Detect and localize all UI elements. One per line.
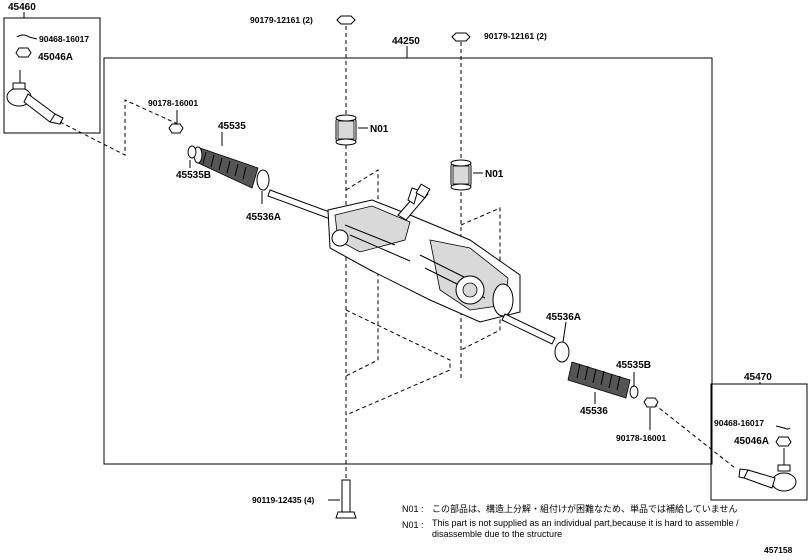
callout-clip-lh[interactable]: 45536A (246, 212, 281, 223)
bolt-top-left-icon (336, 15, 356, 25)
cotter-pin-rh-icon (775, 425, 791, 430)
castle-nut-lh-icon (15, 47, 32, 58)
callout-clamp-lh[interactable]: 45535B (176, 170, 211, 181)
callout-bolt-top-right[interactable]: 90179-12161 (2) (484, 31, 547, 41)
cotter-pin-lh-icon (16, 34, 38, 40)
note-jp-code: N01 : (402, 504, 424, 514)
gear-assy-frame (103, 57, 713, 465)
callout-lock-nut-lh[interactable]: 90178-16001 (148, 98, 198, 108)
bolt-top-right-icon (451, 32, 471, 42)
tie-rod-end-rh-frame (710, 383, 808, 501)
bushing-upper-icon (335, 114, 357, 146)
note-en-code: N01 : (402, 520, 424, 530)
clamp-rh-icon (629, 385, 639, 399)
bottom-bolt-icon (335, 479, 357, 519)
callout-bushing-lower[interactable]: N01 (485, 169, 504, 180)
callout-clip-rh[interactable]: 45536A (546, 312, 581, 323)
tie-rod-end-lh-frame (3, 17, 101, 134)
figure-id: 457158 (764, 545, 793, 555)
callout-tie-rod-end-rh[interactable]: 45470 (744, 372, 772, 383)
note-en-line2: disassemble due to the structure (432, 529, 562, 539)
lock-nut-lh-icon (168, 123, 184, 134)
callout-cotter-pin-rh[interactable]: 90468-16017 (714, 418, 764, 428)
callout-gear-assy[interactable]: 44250 (392, 36, 420, 47)
callout-bottom-bolt[interactable]: 90119-12435 (4) (252, 495, 315, 505)
clip-lh-icon (256, 169, 270, 191)
tie-rod-end-rh-icon (738, 448, 797, 492)
clamp-lh-icon (187, 145, 197, 159)
boot-rh-icon (567, 361, 631, 399)
callout-bushing-upper[interactable]: N01 (370, 124, 389, 135)
callout-boot-lh[interactable]: 45535 (218, 121, 246, 132)
callout-cotter-pin-lh[interactable]: 90468-16017 (39, 34, 89, 44)
lock-nut-rh-icon (643, 397, 659, 408)
steering-rack-icon (267, 183, 556, 345)
note-jp-text: この部品は、構造上分解・組付けが困難なため、単品では補給していません (432, 503, 737, 514)
callout-nut-rh[interactable]: 45046A (734, 436, 769, 447)
clip-rh-icon (554, 341, 570, 363)
callout-tie-rod-end-lh[interactable]: 45460 (8, 2, 36, 13)
boot-lh-icon (193, 146, 259, 189)
note-en-line1: This part is not supplied as an individu… (432, 518, 739, 528)
callout-lock-nut-rh[interactable]: 90178-16001 (616, 433, 666, 443)
castle-nut-rh-icon (775, 436, 792, 447)
bushing-lower-icon (450, 159, 472, 191)
callout-clamp-rh[interactable]: 45535B (616, 360, 651, 371)
callout-nut-lh[interactable]: 45046A (38, 52, 73, 63)
tie-rod-end-lh-icon (6, 70, 64, 125)
callout-boot-rh[interactable]: 45536 (580, 406, 608, 417)
callout-bolt-top-left[interactable]: 90179-12161 (2) (250, 15, 313, 25)
